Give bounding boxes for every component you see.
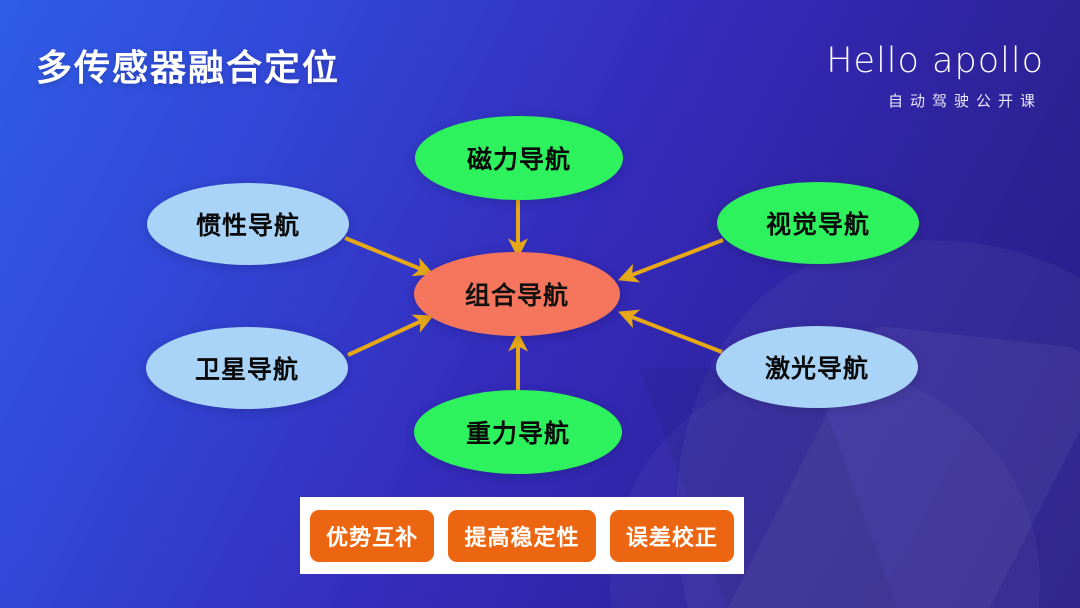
diagram-node: 磁力导航 xyxy=(415,116,623,200)
diagram-node: 卫星导航 xyxy=(146,327,348,409)
node-label: 卫星导航 xyxy=(194,356,299,384)
page-title: 多传感器融合定位 xyxy=(36,47,341,88)
node-label: 视觉导航 xyxy=(765,211,870,239)
node-label: 惯性导航 xyxy=(195,212,300,240)
diagram-arrow xyxy=(347,314,434,357)
diagram-node: 激光导航 xyxy=(716,326,918,408)
node-label: 激光导航 xyxy=(764,355,869,383)
diagram-arrow xyxy=(618,309,723,354)
node-label: 磁力导航 xyxy=(466,146,571,174)
node-label: 重力导航 xyxy=(465,420,570,448)
brand-logo: Hello apollo 自动驾驶公开课 xyxy=(826,44,1044,111)
diagram-node: 惯性导航 xyxy=(147,183,349,265)
diagram-arrow xyxy=(618,238,724,283)
diagram-node: 视觉导航 xyxy=(717,182,919,264)
benefit-tag[interactable]: 误差校正 xyxy=(609,509,734,562)
logo-wordmark: Hello apollo xyxy=(826,41,1044,81)
benefit-tag[interactable]: 提高稳定性 xyxy=(448,509,596,562)
diagram-center-node: 组合导航 xyxy=(414,252,620,336)
benefits-panel: 优势互补提高稳定性误差校正 xyxy=(300,497,744,574)
diagram-node: 重力导航 xyxy=(414,390,622,474)
benefit-tag[interactable]: 优势互补 xyxy=(310,509,435,562)
node-label: 组合导航 xyxy=(464,282,569,310)
logo-subtitle: 自动驾驶公开课 xyxy=(887,93,1042,110)
diagram-arrow xyxy=(344,236,434,277)
